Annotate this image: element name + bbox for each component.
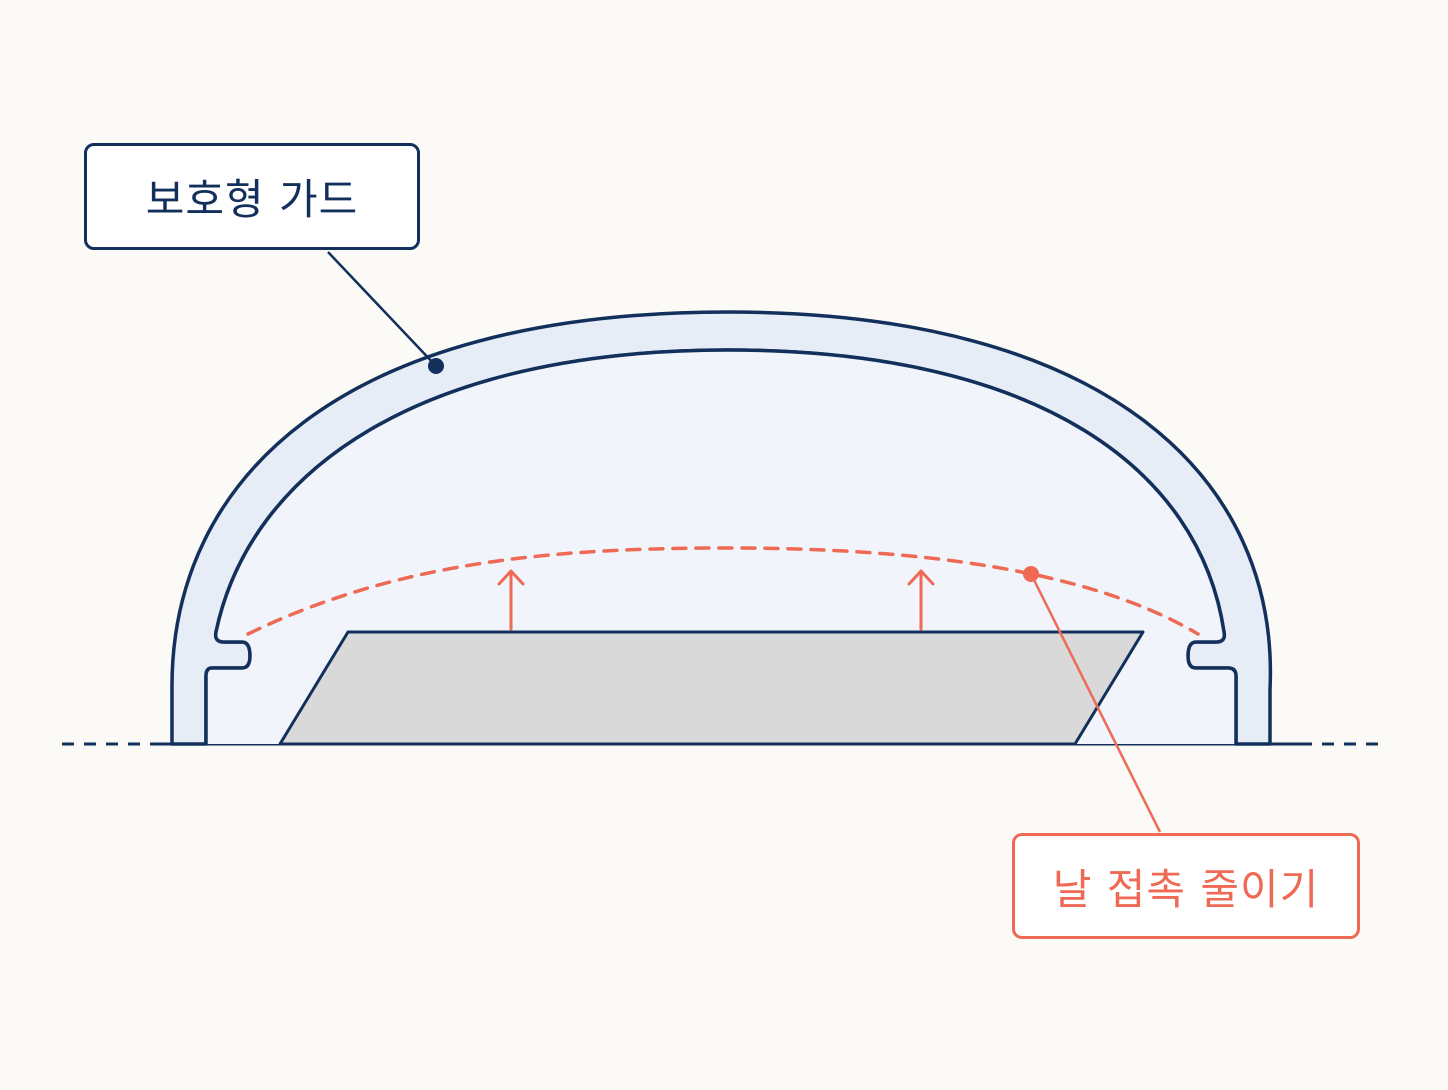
clearance-curve: [246, 546, 1200, 636]
contact-reduction-label-text: 날 접촉 줄이기: [1052, 864, 1320, 914]
lift-arrow-left: [497, 569, 525, 631]
blade: [278, 630, 1145, 746]
guard-label-text: 보호형 가드: [145, 175, 359, 224]
guard-label: 보호형 가드: [84, 143, 420, 250]
contact-reduction-label: 날 접촉 줄이기: [1012, 833, 1360, 939]
contact-leader-dot: [1023, 566, 1039, 582]
contact-leader-line: [1029, 573, 1162, 833]
guard-leader-line: [327, 251, 437, 367]
guard-leader-dot: [428, 358, 444, 374]
lift-arrow-right: [907, 569, 935, 631]
guard-inner-edge: [204, 348, 1238, 744]
